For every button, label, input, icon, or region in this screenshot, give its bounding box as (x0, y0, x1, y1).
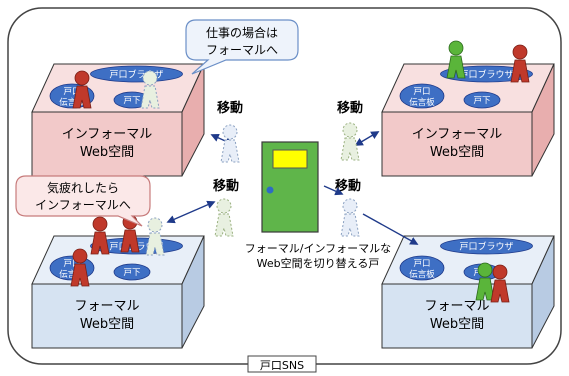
space-front-br (381, 283, 533, 349)
person-ghost-bl-1 (145, 217, 165, 256)
callout-tired: 気疲れしたら インフォーマルへ (15, 175, 151, 227)
board-label2-tr: 伝言板 (409, 97, 435, 108)
space-title-br: フォーマル (424, 299, 489, 314)
browser-label-tr: 戸口ブラウザ (459, 69, 513, 81)
person-ghost-tl-1 (140, 70, 160, 109)
move-label-tl: 移動 (217, 100, 243, 116)
door (261, 141, 319, 233)
hall-ellipse-tr (463, 91, 501, 109)
person-red-tl-1 (72, 70, 92, 109)
space-title-tl: インフォーマル (62, 127, 153, 142)
traveler-ghost-br (340, 198, 360, 237)
space-front-tr (381, 111, 533, 177)
callout-work-bubble (185, 19, 299, 75)
arrow-bl (166, 200, 216, 224)
person-red-tr-1 (510, 44, 530, 83)
space-front-tl (31, 111, 183, 177)
board-label2-tl: 伝言板 (59, 97, 85, 108)
space-box-tl: インフォーマルWeb空間戸口ブラウザ戸口伝言板戸下 (31, 63, 205, 177)
space-subtitle-br: Web空間 (430, 317, 484, 332)
board-label1-tl: 戸口 (63, 87, 80, 97)
space-subtitle-bl: Web空間 (80, 317, 134, 332)
person-red-bl-3 (70, 248, 90, 287)
callout-tired-bubble (15, 175, 151, 227)
board-label1-br: 戸口 (413, 259, 430, 269)
space-title-bl: フォーマル (74, 299, 139, 314)
browser-ellipse-tl (90, 65, 183, 83)
sns-label: 戸口SNS (260, 359, 304, 372)
hall-label-bl: 戸下 (123, 268, 141, 278)
arrow-br (323, 185, 344, 196)
person-red-br-1 (490, 264, 510, 303)
board-label1-tr: 戸口 (413, 87, 430, 97)
traveler-ghost-tr (340, 122, 360, 161)
callout-tired-line2: インフォーマルへ (35, 198, 131, 212)
hall-label-tr: 戸下 (473, 96, 491, 106)
person-red-bl-1 (90, 216, 110, 255)
door-window-icon (272, 149, 308, 169)
move-label-bl: 移動 (213, 178, 239, 194)
callout-work: 仕事の場合は フォーマルへ (185, 19, 299, 75)
callout-work-line1: 仕事の場合は (206, 25, 278, 40)
sns-label-box (247, 355, 317, 373)
board-ellipse-tr (399, 83, 445, 109)
arrow-tr (354, 131, 380, 146)
move-label-tr: 移動 (337, 100, 363, 116)
browser-ellipse-br (440, 237, 533, 255)
door-caption-line1: フォーマル/インフォーマルな (245, 242, 391, 255)
move-label-br: 移動 (335, 178, 361, 194)
callout-tired-line1: 気疲れしたら (47, 180, 119, 195)
board-label2-br: 伝言板 (409, 269, 435, 280)
callout-work-line2: フォーマルへ (206, 43, 278, 57)
hall-ellipse-bl (113, 263, 151, 281)
board-label1-bl: 戸口 (63, 259, 80, 269)
traveler-ghost-bl (214, 198, 234, 237)
arrow-br2 (362, 213, 419, 245)
door-caption-line2: Web空間を切り替える戸 (257, 256, 380, 270)
traveler-ghost-tl (220, 124, 240, 163)
board-ellipse-br (399, 255, 445, 281)
hall-label-tl: 戸下 (123, 96, 141, 106)
door-knob-icon (266, 186, 274, 194)
space-subtitle-tr: Web空間 (430, 145, 484, 160)
browser-label-br: 戸口ブラウザ (459, 241, 513, 253)
person-green-tr-1 (446, 40, 466, 79)
board-label2-bl: 伝言板 (59, 269, 85, 280)
space-title-tr: インフォーマル (412, 127, 503, 142)
person-green-br-1 (475, 262, 495, 301)
space-front-bl (31, 283, 183, 349)
space-subtitle-tl: Web空間 (80, 145, 134, 160)
